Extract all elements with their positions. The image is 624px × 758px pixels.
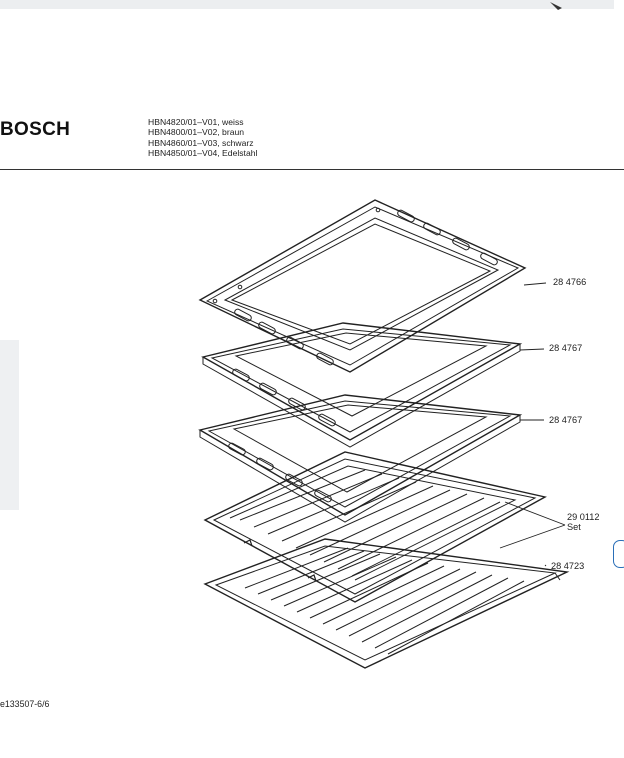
- document-id: e133507-6/6: [0, 699, 50, 709]
- part-number-label: 28 4766: [553, 277, 587, 287]
- part-number-label: 28 4767: [549, 415, 583, 425]
- baking-tray-flat-2: [198, 394, 523, 523]
- corner-arrow-icon: [550, 2, 562, 10]
- side-panel: [0, 340, 19, 510]
- leader-lines: [499, 282, 566, 567]
- top-scroll-strip: [0, 0, 614, 9]
- model-line: HBN4800/01–V02, braun: [148, 127, 245, 138]
- part-number-label: 28 4767: [549, 343, 583, 353]
- exploded-parts-diagram: [198, 199, 570, 669]
- wire-rack: [203, 451, 547, 603]
- model-line: HBN4860/01–V03, schwarz: [148, 137, 254, 148]
- part-number-label: 28 4723: [551, 561, 585, 571]
- baking-tray-flat-1: [201, 322, 523, 448]
- model-line: HBN4850/01–V04, Edelstahl: [148, 148, 258, 159]
- part-note-label: Set: [567, 522, 581, 532]
- side-scroll-handle[interactable]: [613, 540, 624, 568]
- baking-tray-deep: [198, 199, 527, 373]
- brand-logo: BOSCH: [0, 119, 71, 140]
- grid-shelf: [203, 538, 570, 669]
- header-divider: [0, 169, 624, 170]
- part-number-label: 29 0112: [567, 512, 600, 522]
- model-list: HBN4820/01–V01, weiss HBN4800/01–V02, br…: [148, 117, 257, 159]
- model-line: HBN4820/01–V01, weiss: [148, 117, 244, 127]
